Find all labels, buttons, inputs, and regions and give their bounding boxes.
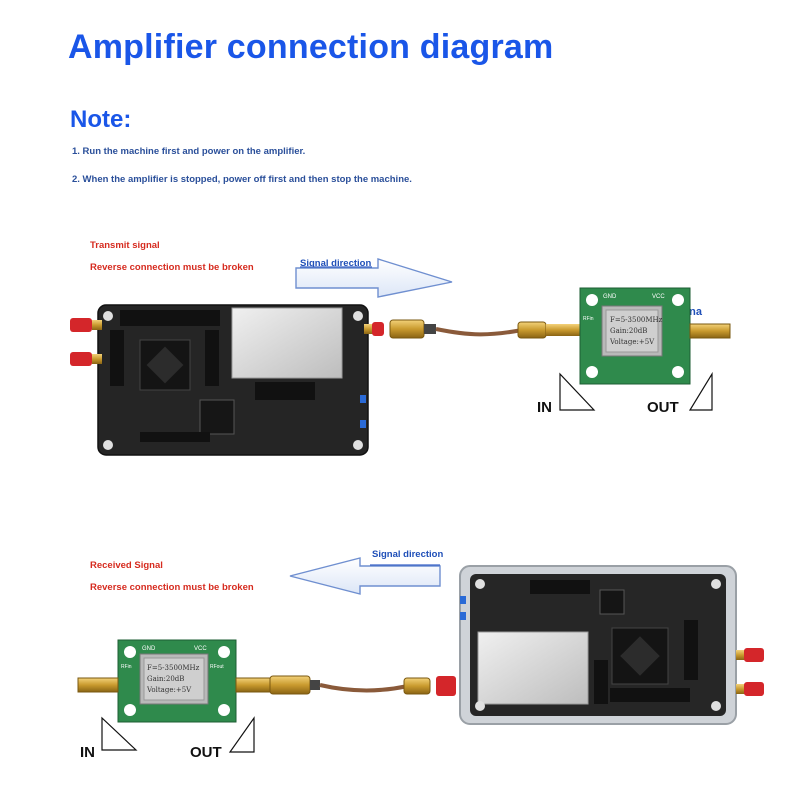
amp-rx-vcc: VCC (194, 646, 207, 652)
amp-rx-gnd: GND (142, 646, 156, 652)
amp-tx-voltage: Voltage:+5V (609, 338, 655, 346)
amplifier-module-receive: GND VCC RFin RFout F=5-3500MHz Gain:20dB… (77, 639, 271, 723)
transmit-signal-label: Transmit signal (90, 240, 160, 251)
transmit-in-triangle (559, 372, 596, 411)
note-item-2: 2. When the amplifier is stopped, power … (72, 174, 412, 185)
sma-cable-receive (269, 675, 431, 695)
amp-tx-gnd: GND (603, 294, 617, 300)
transmit-signal-direction-label: Signal direction (300, 258, 372, 269)
amp-rx-gain: Gain:20dB (147, 675, 184, 683)
transmit-out-triangle (688, 371, 713, 411)
sdr-receive-red-caps (436, 648, 764, 696)
transmit-direction-arrow (295, 258, 453, 298)
amp-tx-rfin: RFin (583, 316, 594, 322)
amp-tx-freq: F=5-3500MHz (610, 316, 663, 324)
receive-signal-direction-label: Signal direction (372, 549, 444, 560)
note-item-1: 1. Run the machine first and power on th… (72, 146, 306, 157)
receive-direction-arrow (289, 557, 441, 595)
receive-out-triangle (228, 716, 255, 753)
amplifier-module-transmit: GND VCC RFin F=5-3500MHz Gain:20dB Volta… (579, 287, 731, 385)
amp-tx-vcc: VCC (652, 294, 665, 300)
sdr-transmit-red-caps (70, 318, 384, 366)
sma-cable-transmit (389, 319, 582, 339)
amp-rx-rfout: RFout (210, 664, 224, 670)
receive-out-label: OUT (190, 744, 222, 761)
receive-in-label: IN (80, 744, 95, 761)
sdr-board-receive (459, 565, 737, 725)
amp-rx-voltage: Voltage:+5V (146, 686, 192, 694)
amp-rx-freq: F=5-3500MHz (147, 664, 200, 672)
amp-rx-rfin: RFin (121, 664, 132, 670)
received-signal-label: Received Signal (90, 560, 163, 571)
transmit-out-label: OUT (647, 399, 679, 416)
transmit-warning-label: Reverse connection must be broken (90, 262, 254, 273)
transmit-in-label: IN (537, 399, 552, 416)
receive-warning-label: Reverse connection must be broken (90, 582, 254, 593)
note-heading: Note: (70, 106, 132, 133)
amp-tx-gain: Gain:20dB (610, 327, 647, 335)
sdr-board-transmit (97, 304, 369, 456)
receive-in-triangle (101, 716, 138, 751)
page-title: Amplifier connection diagram (68, 28, 554, 66)
